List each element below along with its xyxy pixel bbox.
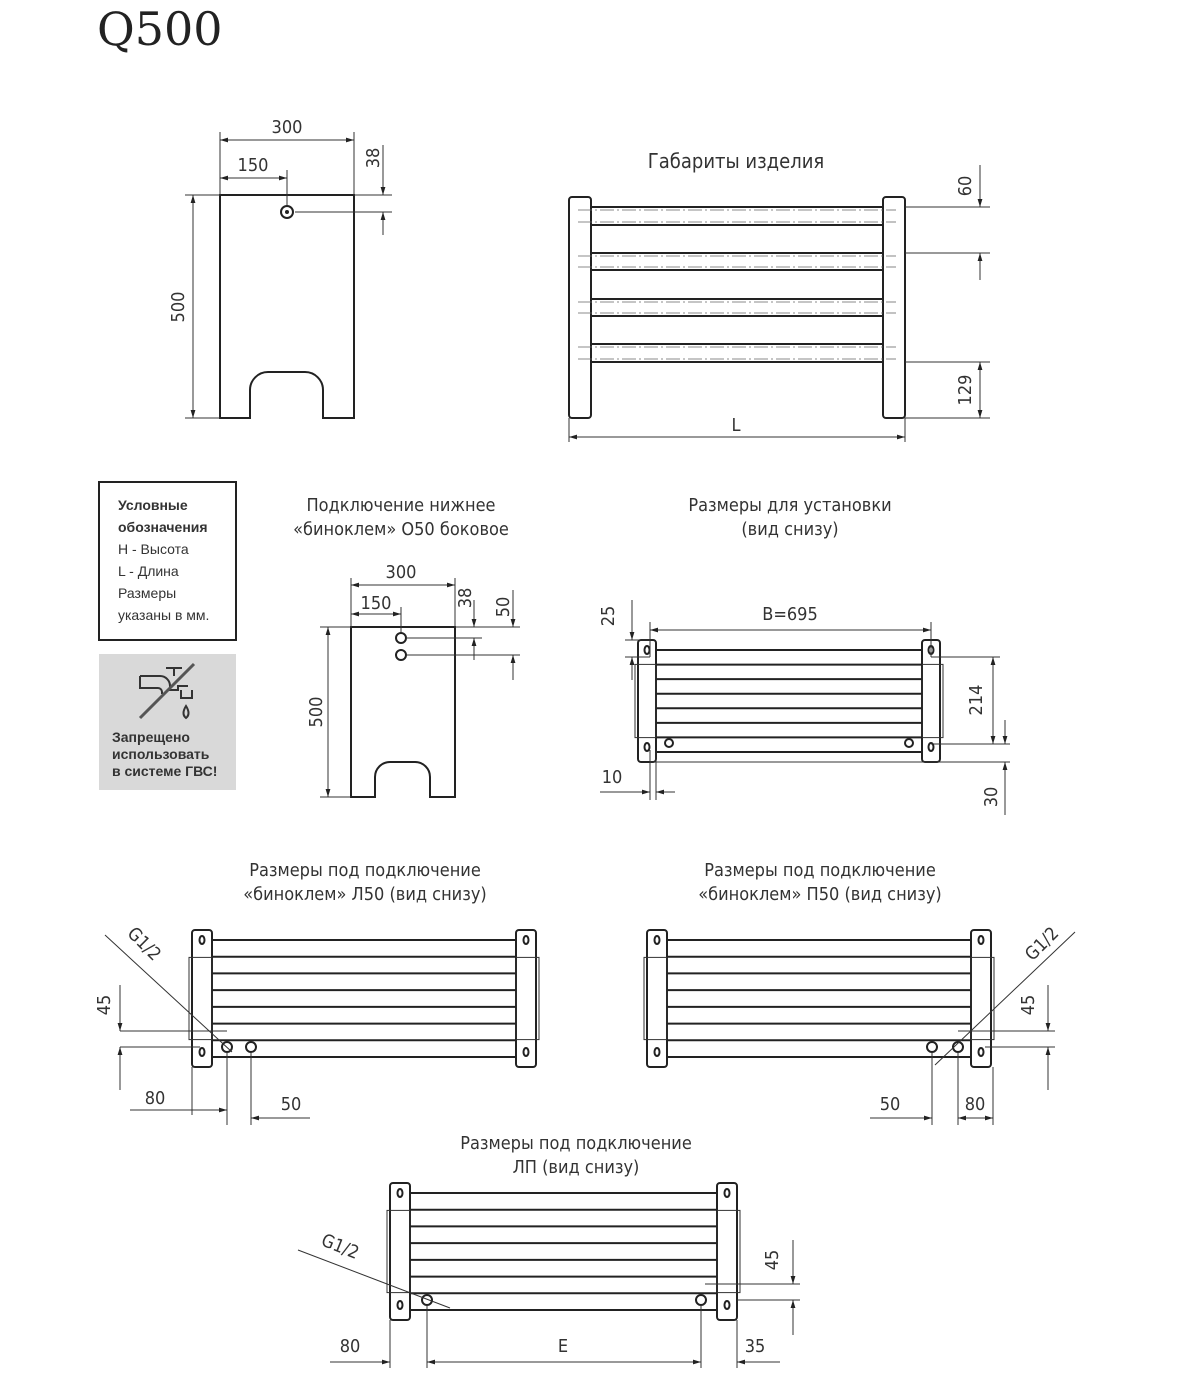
- dim-500: 500: [168, 292, 189, 323]
- dim-25: 25: [598, 606, 619, 627]
- install-view: Размеры для установки (вид снизу) B=695 …: [598, 495, 1010, 815]
- dim-38: 38: [363, 148, 384, 169]
- bracket: [634, 663, 657, 739]
- dim-60: 60: [955, 176, 976, 197]
- thread-label: G1/2: [1021, 923, 1063, 965]
- right-post: [716, 1182, 738, 1321]
- mount-hole: [653, 935, 661, 945]
- left-post: [389, 1182, 411, 1321]
- right-post: [970, 929, 992, 1068]
- side-connection-title-2: «биноклем» О50 боковое: [293, 519, 509, 540]
- no-tap-icon: [138, 662, 196, 720]
- dim-150: 150: [238, 155, 269, 176]
- legend-heading-2: обозначения: [118, 519, 208, 535]
- left-post: [646, 929, 668, 1068]
- warning-line-2: использовать: [112, 746, 210, 762]
- l50-title-1: Размеры под подключение: [249, 860, 481, 881]
- warning-box: Запрещено использовать в системе ГВС!: [99, 654, 236, 790]
- lp-view: Размеры под подключение ЛП (вид снизу) G…: [297, 1133, 800, 1368]
- bracket: [643, 956, 668, 1041]
- dim-45: 45: [1018, 995, 1039, 1016]
- warning-line-1: Запрещено: [112, 729, 190, 745]
- dim-129: 129: [955, 375, 976, 406]
- dim-214: 214: [966, 685, 987, 716]
- left-post: [191, 929, 213, 1068]
- bracket: [716, 1209, 741, 1294]
- dim-38: 38: [455, 588, 476, 609]
- legend-units-2: указаны в мм.: [118, 607, 209, 623]
- side-connection-view: Подключение нижнее «биноклем» О50 боково…: [293, 495, 520, 798]
- thread-label: G1/2: [123, 923, 165, 965]
- dim-e: E: [558, 1336, 568, 1357]
- dim-30: 30: [981, 787, 1002, 808]
- legend-units-1: Размеры: [118, 585, 176, 601]
- dim-150: 150: [361, 593, 392, 614]
- dim-45: 45: [762, 1250, 783, 1271]
- mount-hole: [396, 1188, 404, 1198]
- mount-hole: [198, 935, 206, 945]
- p50-title-2: «биноклем» П50 (вид снизу): [698, 884, 941, 905]
- p50-title-1: Размеры под подключение: [704, 860, 936, 881]
- mount-hole: [522, 935, 530, 945]
- product-title: Q500: [97, 2, 223, 56]
- dim-300: 300: [272, 117, 303, 138]
- mount-hole: [522, 1047, 530, 1057]
- dim-80: 80: [340, 1336, 361, 1357]
- overall-title: Габариты изделия: [648, 149, 824, 173]
- mount-hole: [977, 1047, 985, 1057]
- install-title-1: Размеры для установки: [688, 495, 891, 516]
- mount-hole: [977, 935, 985, 945]
- legend-height: H - Высота: [118, 541, 189, 557]
- right-post: [515, 929, 537, 1068]
- dim-length: L: [731, 415, 740, 436]
- bracket: [515, 956, 540, 1041]
- dim-45: 45: [94, 995, 115, 1016]
- dim-b: B=695: [762, 604, 818, 625]
- dim-50: 50: [493, 597, 514, 618]
- mount-hole: [643, 645, 651, 655]
- bracket: [970, 956, 995, 1041]
- dim-50: 50: [281, 1094, 302, 1115]
- bracket: [921, 663, 944, 739]
- bracket: [188, 956, 213, 1041]
- lp-title-1: Размеры под подключение: [460, 1133, 692, 1154]
- mount-hole: [723, 1188, 731, 1198]
- warning-line-3: в системе ГВС!: [112, 763, 217, 779]
- legend-box: Условные обозначения H - Высота L - Длин…: [98, 481, 237, 641]
- side-view: 300 150 38 500: [168, 117, 392, 419]
- dim-80: 80: [965, 1094, 986, 1115]
- bracket: [386, 1209, 411, 1294]
- install-title-2: (вид снизу): [741, 519, 838, 540]
- dim-10: 10: [602, 767, 623, 788]
- side-connection-title-1: Подключение нижнее: [306, 495, 495, 516]
- dim-80: 80: [145, 1088, 166, 1109]
- lp-title-2: ЛП (вид снизу): [513, 1157, 640, 1178]
- l50-title-2: «биноклем» Л50 (вид снизу): [243, 884, 486, 905]
- mount-hole: [927, 742, 935, 752]
- mount-hole: [198, 1047, 206, 1057]
- dim-35: 35: [745, 1336, 766, 1357]
- mount-hole: [723, 1300, 731, 1310]
- legend-length: L - Длина: [118, 563, 179, 579]
- thread-label: G1/2: [318, 1230, 362, 1264]
- legend-heading-1: Условные: [118, 497, 188, 513]
- mount-hole: [396, 1300, 404, 1310]
- inlet-hole: [280, 205, 294, 219]
- dim-50: 50: [880, 1094, 901, 1115]
- p50-view: Размеры под подключение «биноклем» П50 (…: [643, 860, 1076, 1125]
- l50-view: Размеры под подключение «биноклем» Л50 (…: [94, 860, 540, 1125]
- mount-hole: [653, 1047, 661, 1057]
- dim-500: 500: [306, 697, 327, 728]
- overall-view: Габариты изделия 60 129 L: [568, 149, 990, 442]
- dim-300: 300: [386, 562, 417, 583]
- mount-hole: [643, 742, 651, 752]
